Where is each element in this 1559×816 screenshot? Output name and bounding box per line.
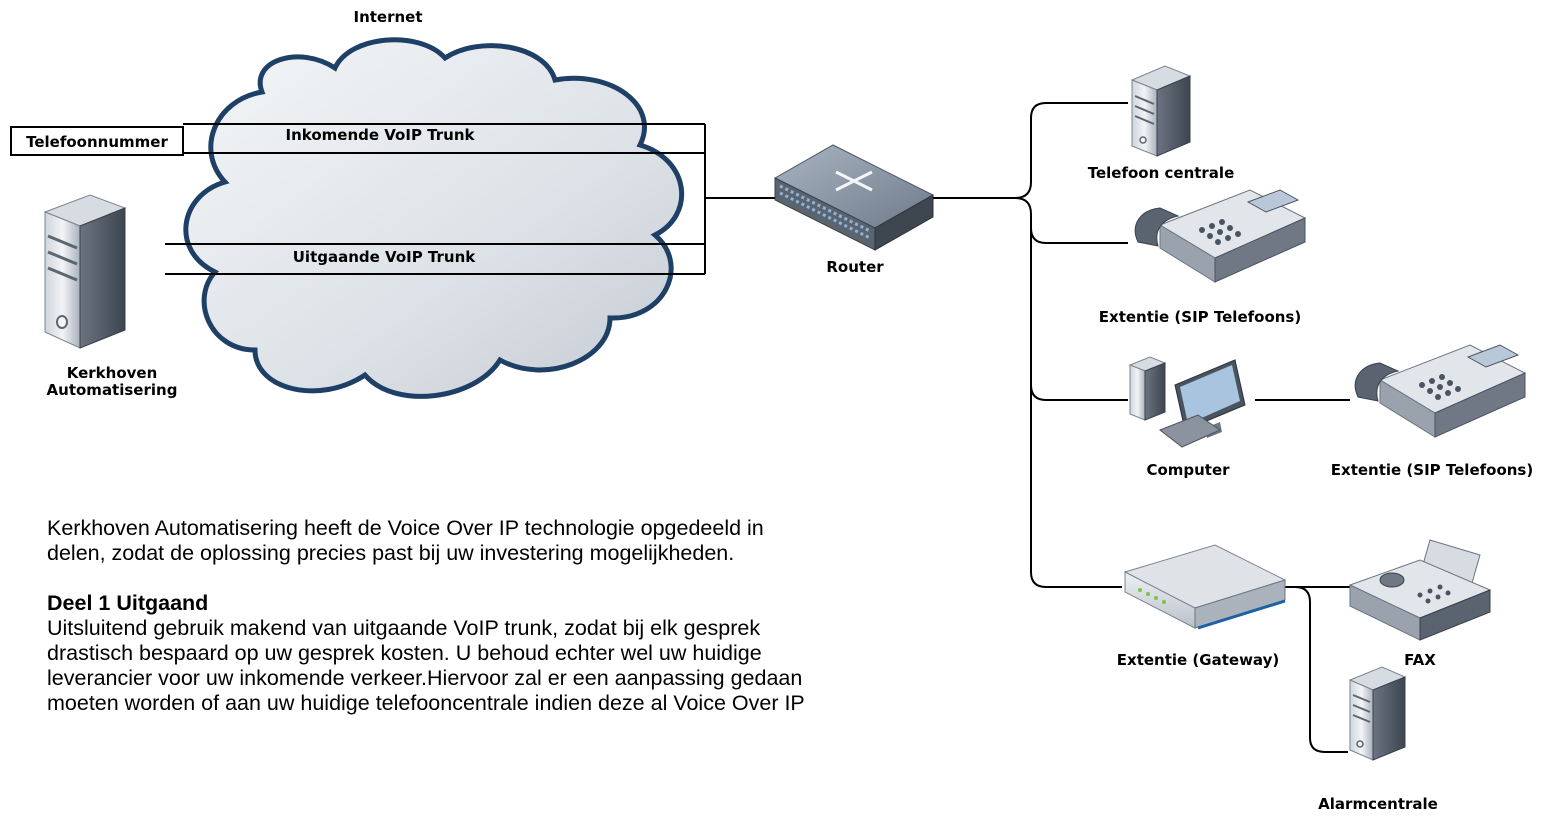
alarm-server-icon bbox=[1348, 666, 1407, 761]
intro-paragraph: Kerkhoven Automatisering heeft de Voice … bbox=[47, 516, 764, 565]
company-label-line2: Automatisering bbox=[47, 381, 178, 399]
desk-phone-icon bbox=[1354, 344, 1527, 438]
internet-cloud-icon bbox=[183, 37, 685, 399]
sip-phones-label-2: Extentie (SIP Telefoons) bbox=[1331, 461, 1533, 479]
section-title: Deel 1 Uitgaand bbox=[47, 591, 209, 615]
computer-label: Computer bbox=[1146, 461, 1230, 479]
company-label-line1: Kerkhoven bbox=[67, 364, 158, 382]
incoming-trunk-label: Inkomende VoIP Trunk bbox=[286, 126, 476, 144]
alarm-label: Alarmcentrale bbox=[1318, 795, 1438, 813]
pbx-label: Telefoon centrale bbox=[1088, 164, 1235, 182]
section-body: Uitsluitend gebruik makend van uitgaande… bbox=[47, 616, 805, 715]
outgoing-trunk-label: Uitgaande VoIP Trunk bbox=[293, 248, 477, 266]
pbx-server-icon bbox=[1130, 65, 1192, 157]
router-label: Router bbox=[826, 258, 884, 276]
fax-icon bbox=[1348, 539, 1492, 641]
router-icon bbox=[773, 144, 935, 251]
computer-icon bbox=[1128, 356, 1246, 448]
internet-label: Internet bbox=[353, 8, 422, 26]
lan-lines bbox=[933, 102, 1352, 753]
desk-phone-icon bbox=[1134, 189, 1307, 283]
gateway-label: Extentie (Gateway) bbox=[1117, 651, 1279, 669]
trunk-lines bbox=[165, 123, 775, 275]
phone-number-label: Telefoonnummer bbox=[26, 133, 168, 151]
gateway-icon bbox=[1123, 544, 1287, 630]
fax-label: FAX bbox=[1404, 651, 1436, 669]
description-text: Kerkhoven Automatisering heeft de Voice … bbox=[47, 516, 807, 741]
phone-number-box: Telefoonnummer bbox=[10, 126, 184, 156]
server-icon bbox=[43, 194, 127, 349]
sip-phones-label-1: Extentie (SIP Telefoons) bbox=[1099, 308, 1301, 326]
